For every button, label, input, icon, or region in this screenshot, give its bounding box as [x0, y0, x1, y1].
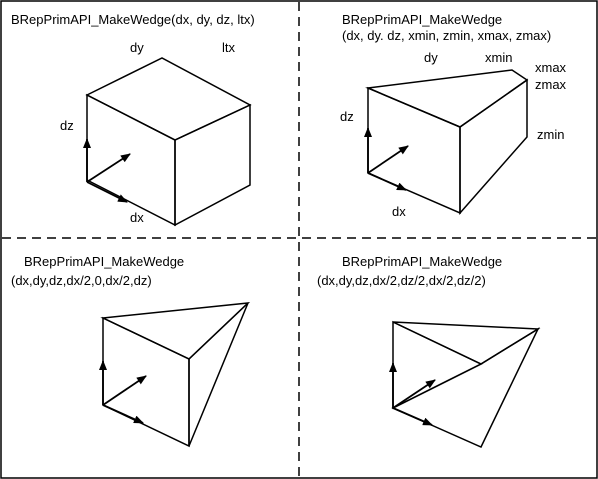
label-xmin: xmin	[485, 50, 512, 65]
panel-bottom-left: BRepPrimAPI_MakeWedge (dx,dy,dz,dx/2,0,d…	[11, 254, 251, 448]
panel-3-subtitle: (dx,dy,dz,dx/2,0,dx/2,dz)	[11, 273, 152, 288]
panel-3-title: BRepPrimAPI_MakeWedge	[24, 254, 184, 269]
label-dy: dy	[130, 40, 144, 55]
label-dx: dx	[392, 204, 406, 219]
wedge-shape-2	[365, 69, 529, 215]
panel-4-subtitle: (dx,dy,dz,dx/2,dz/2,dx/2,dz/2)	[317, 273, 486, 288]
label-dz: dz	[60, 118, 74, 133]
wedge-shape-3	[100, 302, 251, 448]
axis-arrows-3	[99, 360, 147, 424]
label-dx: dx	[130, 210, 144, 225]
panel-2-subtitle: (dx, dy. dz, xmin, zmin, xmax, zmax)	[342, 28, 551, 43]
panel-1-title: BRepPrimAPI_MakeWedge(dx, dy, dz, ltx)	[11, 12, 255, 27]
label-dy: dy	[424, 50, 438, 65]
label-xmax: xmax	[535, 60, 567, 75]
axis-arrows-2	[364, 127, 409, 191]
axis-arrows-1	[83, 138, 131, 203]
panel-2-title: BRepPrimAPI_MakeWedge	[342, 12, 502, 27]
label-zmax: zmax	[535, 77, 567, 92]
panel-top-left: BRepPrimAPI_MakeWedge(dx, dy, dz, ltx) d…	[11, 12, 255, 227]
panel-top-right: BRepPrimAPI_MakeWedge (dx, dy. dz, xmin,…	[340, 12, 567, 219]
label-dz: dz	[340, 109, 354, 124]
label-zmin: zmin	[537, 127, 564, 142]
wedge-shape-1	[85, 57, 252, 227]
wedge-shape-4	[391, 320, 541, 448]
panel-bottom-right: BRepPrimAPI_MakeWedge (dx,dy,dz,dx/2,dz/…	[317, 254, 541, 448]
panel-4-title: BRepPrimAPI_MakeWedge	[342, 254, 502, 269]
axis-arrows-4	[389, 362, 436, 426]
label-ltx: ltx	[222, 40, 236, 55]
